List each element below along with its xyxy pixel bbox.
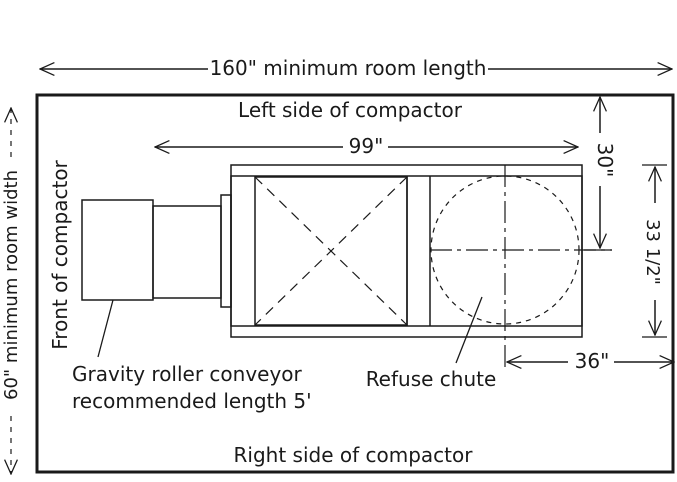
gravity-roller-conveyor: [81, 194, 232, 308]
room-outline: [35, 93, 675, 474]
refuse-chute-label: Refuse chute: [366, 367, 497, 391]
conveyor-label-line1: Gravity roller conveyor: [72, 362, 303, 386]
conveyor-label-line2: recommended length 5': [72, 389, 312, 413]
length-99-label: 99": [349, 134, 384, 158]
depth-33-dimension: 33 1/2": [642, 164, 667, 338]
front-label: Front of compactor: [48, 159, 72, 349]
offset-36-label: 36": [575, 349, 610, 373]
room-length-dimension: 160" minimum room length: [40, 56, 672, 80]
length-99-dimension: 99": [155, 134, 578, 158]
chute-leader-line: [455, 296, 483, 364]
room-length-label: 160" minimum room length: [210, 56, 487, 80]
room-width-dimension: 60" minimum room width: [0, 108, 22, 474]
conveyor-leader-line: [97, 299, 114, 358]
depth-30-label: 30": [593, 143, 617, 178]
right-side-label: Right side of compactor: [234, 443, 474, 467]
depth-33-label: 33 1/2": [642, 219, 663, 285]
left-side-label: Left side of compactor: [238, 98, 463, 122]
room-width-label: 60" minimum room width: [1, 170, 22, 400]
depth-30-dimension: 30": [584, 94, 617, 251]
compactor-body: [230, 164, 583, 338]
refuse-chute-outline: [430, 165, 612, 372]
offset-36-dimension: 36": [507, 349, 674, 373]
